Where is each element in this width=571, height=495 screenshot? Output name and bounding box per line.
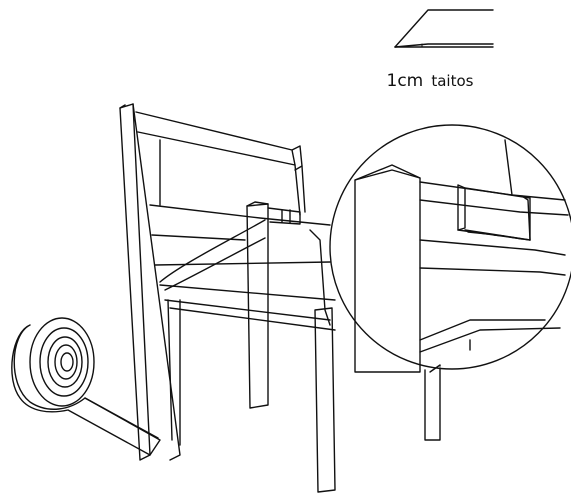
fold-measure: 1cm — [387, 71, 424, 91]
tape-roll-icon — [11, 317, 161, 456]
magnified-detail — [329, 124, 571, 441]
fold-detail-icon — [394, 9, 494, 48]
chair-icon — [119, 103, 336, 493]
fold-word: taitos — [431, 72, 473, 90]
fold-label: 1cm taitos — [387, 71, 474, 91]
